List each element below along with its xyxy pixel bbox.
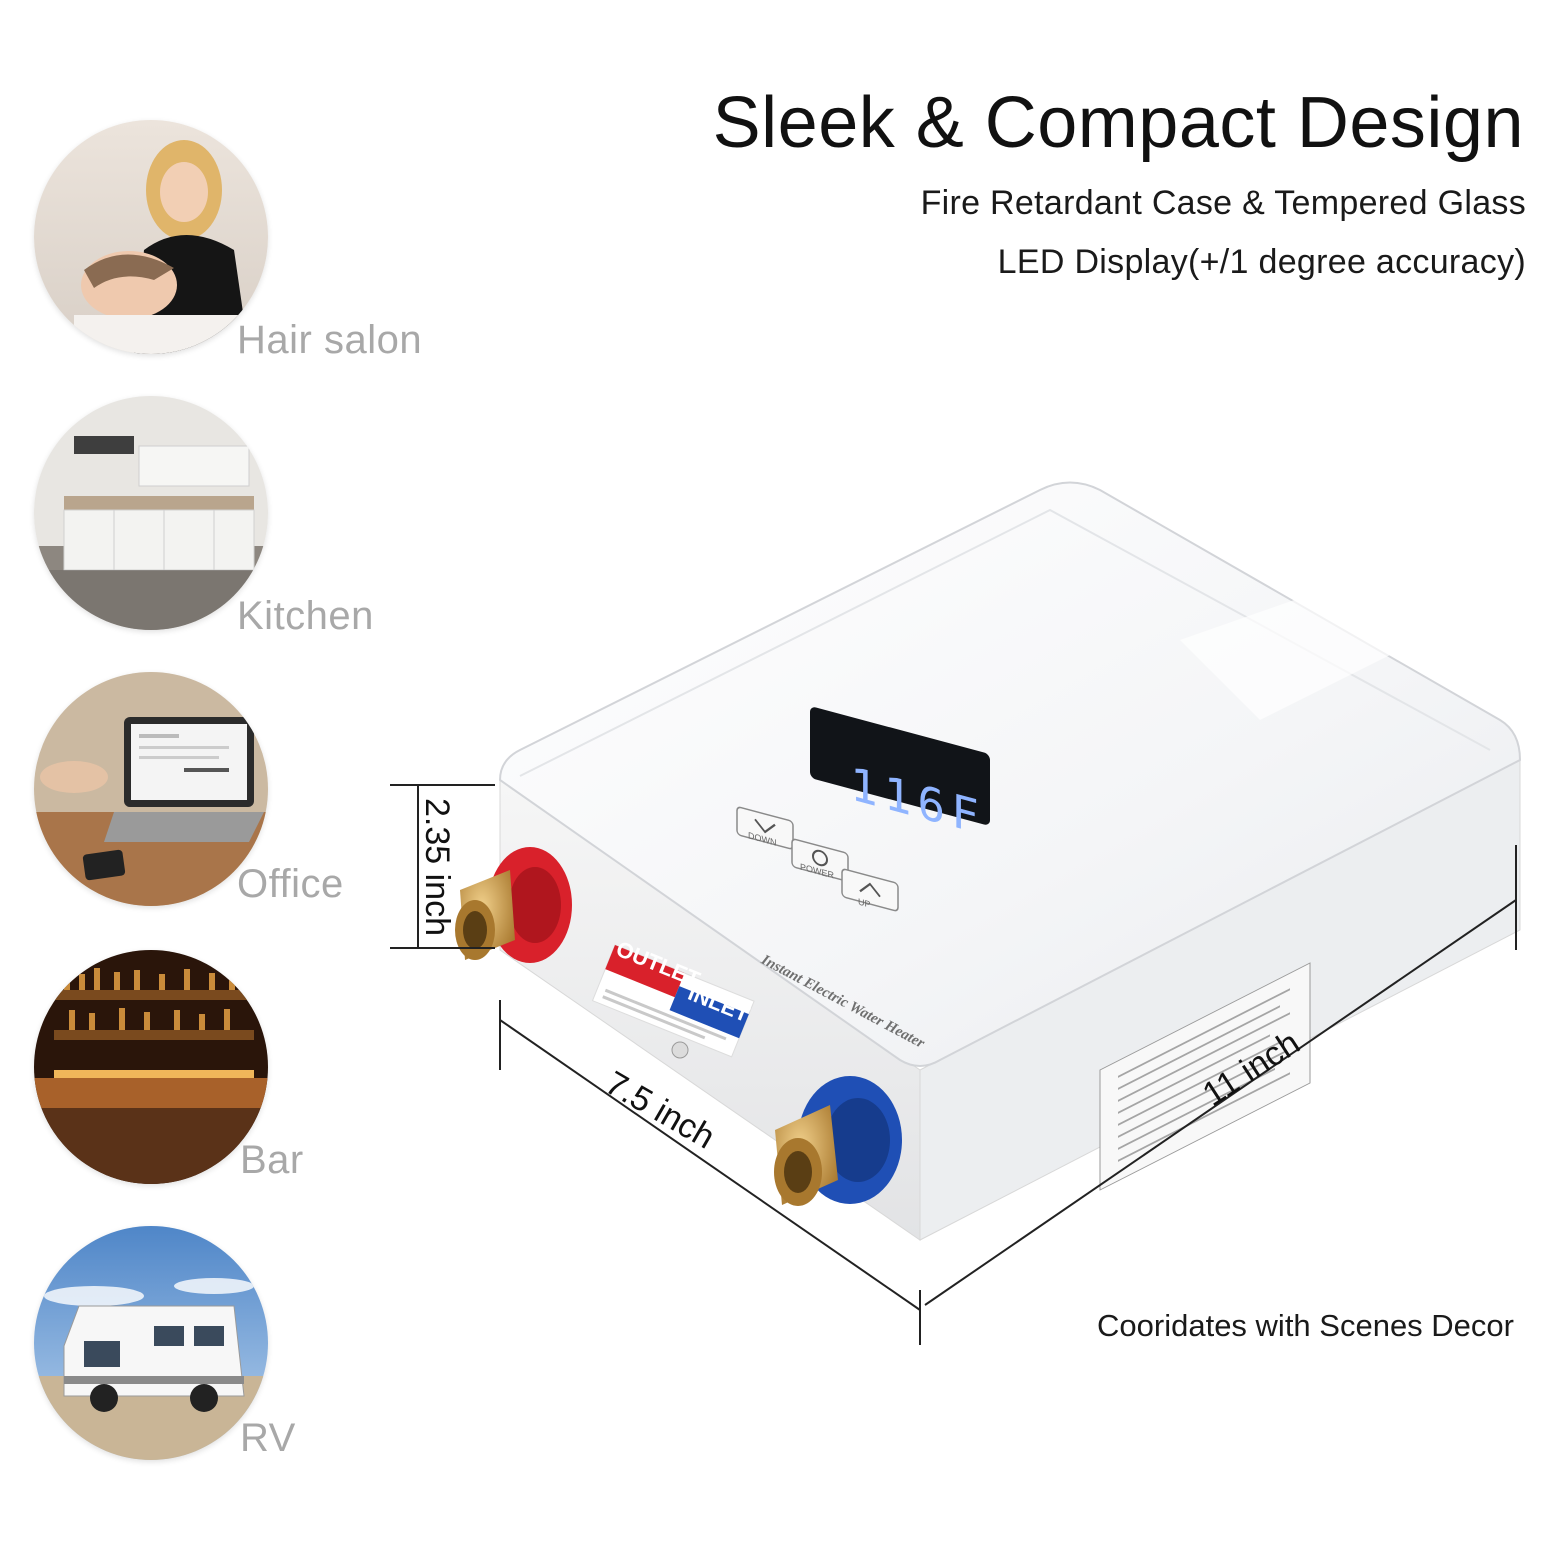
led-display [810,707,990,825]
kitchen-photo [34,396,268,630]
scene-label-rv: RV [240,1416,296,1460]
water-heater-illustration [390,481,1522,1345]
outlet-fitting [455,847,572,963]
bar-photo [34,950,268,1184]
office-photo [34,672,268,906]
feature-case-glass: Fire Retardant Case & Tempered Glass [920,184,1526,222]
down-button [736,806,794,850]
page-title: Sleek & Compact Design [712,83,1524,163]
inlet-fitting [774,1076,902,1206]
feature-led-display: LED Display(+/1 degree accuracy) [997,243,1526,281]
height-dimension-label: 2.35 inch [418,798,456,936]
power-button [791,838,849,882]
up-button [841,868,899,912]
scene-label-office: Office [237,862,344,906]
rv-photo [34,1226,268,1460]
scenes-caption: Cooridates with Scenes Decor [1097,1308,1514,1343]
scene-label-bar: Bar [240,1138,304,1182]
scene-label-hair-salon: Hair salon [237,318,423,362]
scene-label-kitchen: Kitchen [237,594,374,638]
hair-salon-photo [34,120,268,354]
dimension-lines [390,784,1517,1345]
